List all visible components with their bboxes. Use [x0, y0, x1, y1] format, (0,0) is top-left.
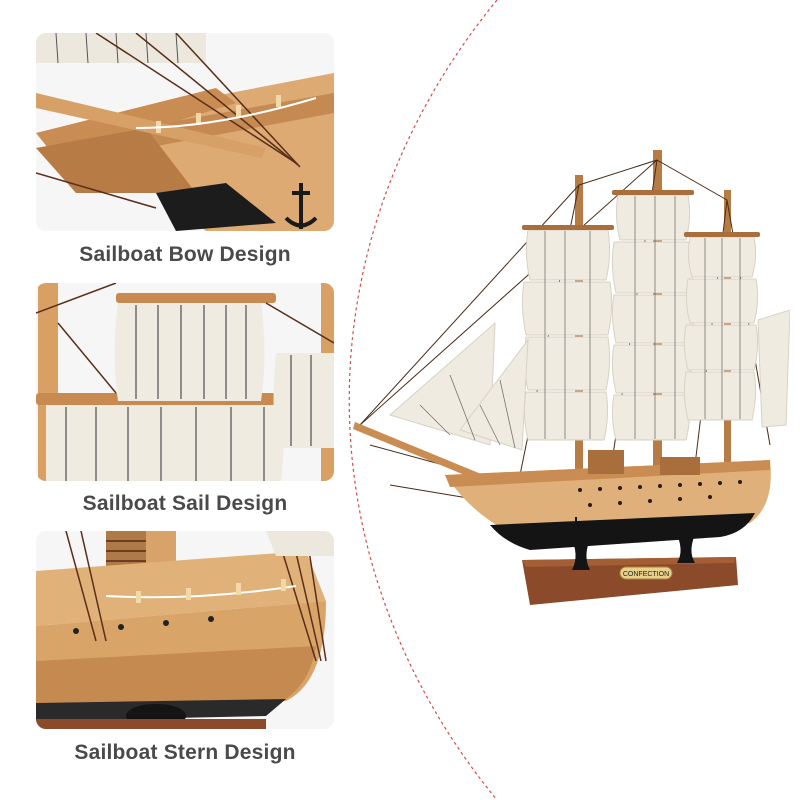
sail-design-caption: Sailboat Sail Design	[82, 492, 288, 515]
stern-detail-image	[36, 531, 334, 729]
ship-model-image: CONFECTION	[353, 150, 790, 605]
sail-detail-image	[36, 283, 334, 481]
bow-design-caption: Sailboat Bow Design	[79, 243, 291, 266]
stern-design-caption: Sailboat Stern Design	[74, 741, 296, 764]
bow-detail-image	[36, 33, 334, 231]
stand-plaque-text: CONFECTION	[623, 571, 669, 578]
